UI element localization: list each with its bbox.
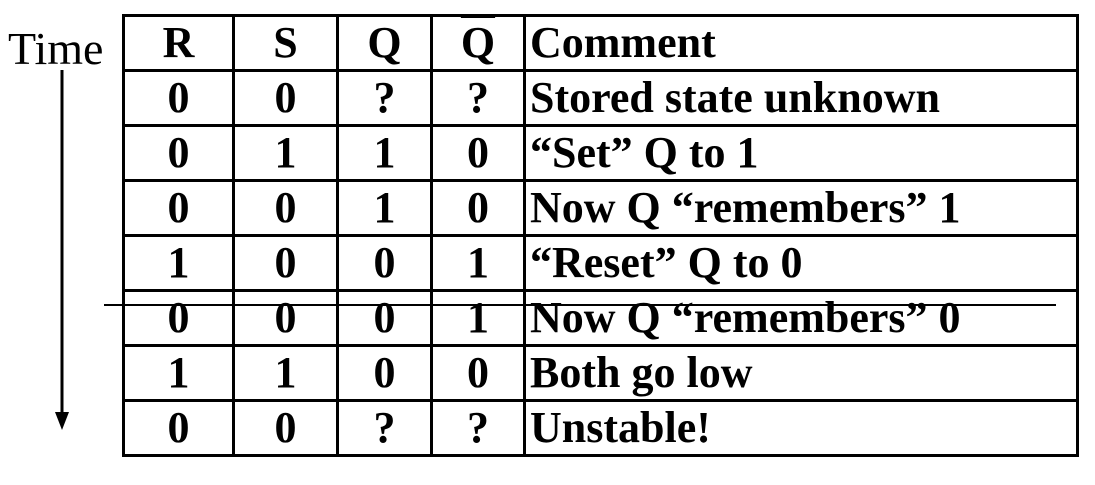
cell-s: 0	[232, 69, 339, 127]
sr-latch-truth-table: R S Q Q Comment 0 0 ? ? Stored state unk…	[122, 14, 1079, 457]
cell-comment: “Set” Q to 1	[523, 124, 1079, 182]
table-row: 0 0 ? ? Stored state unknown	[122, 69, 1079, 127]
cell-comment: Both go low	[523, 344, 1079, 402]
cell-comment: Stored state unknown	[523, 69, 1079, 127]
cell-r: 1	[122, 234, 235, 292]
q-bar-label: Q	[460, 18, 496, 68]
table-header-row: R S Q Q Comment	[122, 14, 1079, 72]
table-row: 0 0 0 1 Now Q “remembers” 0	[122, 289, 1079, 347]
cell-q: ?	[336, 69, 433, 127]
cell-q-bar: 0	[430, 124, 526, 182]
cell-q: 0	[336, 234, 433, 292]
cell-r: 0	[122, 69, 235, 127]
cell-comment: “Reset” Q to 0	[523, 234, 1079, 292]
cell-r: 0	[122, 124, 235, 182]
cell-comment: Unstable!	[523, 399, 1079, 457]
cell-r: 0	[122, 399, 235, 457]
header-s: S	[232, 14, 339, 72]
cell-s: 0	[232, 179, 339, 237]
cell-comment: Now Q “remembers” 1	[523, 179, 1079, 237]
cell-q-bar: ?	[430, 69, 526, 127]
cell-q-bar: ?	[430, 399, 526, 457]
cell-q: ?	[336, 399, 433, 457]
cell-q-bar: 0	[430, 344, 526, 402]
cell-q-bar: 1	[430, 234, 526, 292]
cell-q: 0	[336, 289, 433, 347]
cell-r: 1	[122, 344, 235, 402]
cell-r: 0	[122, 179, 235, 237]
cell-s: 1	[232, 344, 339, 402]
cell-r: 0	[122, 289, 235, 347]
cell-s: 0	[232, 399, 339, 457]
cell-q-bar: 1	[430, 289, 526, 347]
header-q-bar: Q	[430, 14, 526, 72]
cell-comment: Now Q “remembers” 0	[523, 289, 1079, 347]
table-row: 0 0 1 0 Now Q “remembers” 1	[122, 179, 1079, 237]
header-q: Q	[336, 14, 433, 72]
cell-q: 1	[336, 179, 433, 237]
table-row: 0 0 ? ? Unstable!	[122, 399, 1079, 457]
cell-q: 0	[336, 344, 433, 402]
header-comment: Comment	[523, 14, 1079, 72]
cell-q-bar: 0	[430, 179, 526, 237]
cell-s: 0	[232, 289, 339, 347]
header-r: R	[122, 14, 235, 72]
time-axis-label: Time	[8, 23, 104, 74]
table-row: 1 0 0 1 “Reset” Q to 0	[122, 234, 1079, 292]
cell-s: 1	[232, 124, 339, 182]
time-arrow-icon	[55, 70, 69, 430]
table-row: 0 1 1 0 “Set” Q to 1	[122, 124, 1079, 182]
cell-s: 0	[232, 234, 339, 292]
table-row: 1 1 0 0 Both go low	[122, 344, 1079, 402]
cell-q: 1	[336, 124, 433, 182]
